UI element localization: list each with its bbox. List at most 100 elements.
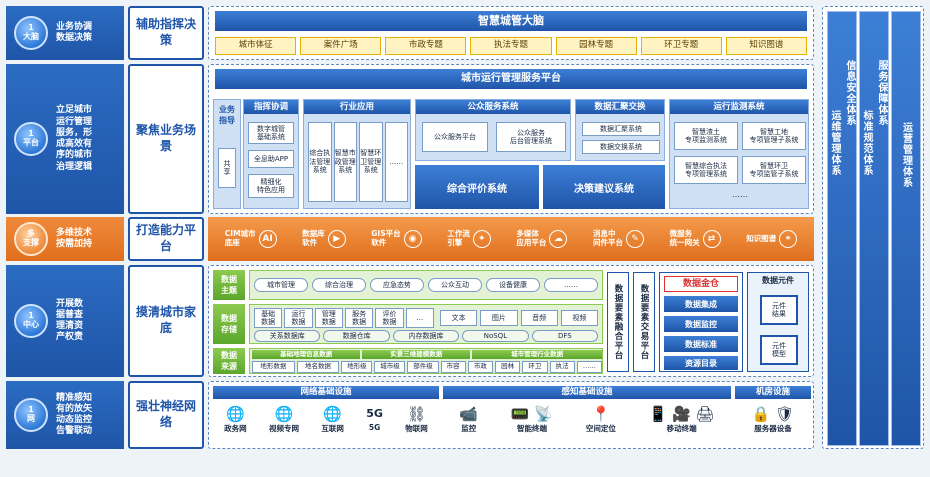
- industry-panel: 行业应用 综合执 法管理 系统 智慧市 政管理 系统 智慧环 卫管理 系统 ……: [303, 99, 411, 209]
- source-item: 市政: [467, 361, 494, 373]
- storage-item: 服务 数据: [344, 308, 374, 328]
- public-panel: 公众服务系统 公众服务平台 公众服务 后台管理系统: [415, 99, 571, 161]
- command-item: 数字城管 基础系统: [248, 122, 294, 144]
- layer-brain-desc: 业务协调 数据决策: [56, 21, 93, 43]
- storage-item: …: [405, 308, 434, 328]
- layer-network-desc: 精准感知 有的放矢 动态监控 告警联动: [56, 392, 93, 437]
- layer-center-desc: 开展数 据普查 理清资 产权责: [56, 298, 84, 343]
- right-column-top: 服务保障体系: [876, 60, 887, 126]
- data-source-area: 基础地理信息数据 实景三维建模数据 城市管理行业数据 地形数据 地名数据 地形级…: [249, 348, 603, 374]
- source-item: 地形数据: [252, 361, 295, 373]
- source-item: 市容: [440, 361, 466, 373]
- data-gold-panel: 数据金仓 数据集成 数据监控 数据标准 资源目录: [659, 272, 743, 372]
- right-column-bottom: 运维管理体系: [829, 110, 840, 176]
- data-center-section: 数据 主题 数据 存储 数据 来源 城市管理 综合治理 应急态势 公众互动 设备…: [208, 265, 814, 377]
- brain-tag: 园林专题: [555, 37, 637, 55]
- pin-icon: 📍: [591, 405, 611, 423]
- layer-platform-label: 聚焦业务场景: [128, 64, 204, 214]
- data-gold-item: 资源目录: [664, 356, 738, 370]
- right-column-top: 信息安全体系: [844, 60, 855, 126]
- component-item: 元件 结果: [760, 295, 798, 325]
- exchange-panel: 数据汇聚交换 数据汇聚系统 数据交换系统: [575, 99, 665, 161]
- capability-label: CIM城市 底座: [224, 229, 256, 247]
- edit-icon: ✎: [625, 230, 644, 248]
- capability-label: 多媒体 应用平台: [516, 229, 547, 247]
- network-item: ⛓物联网: [405, 405, 428, 433]
- data-subject: 城市管理: [254, 278, 308, 292]
- industry-item: 智慧环 卫管理 系统: [359, 122, 383, 202]
- capability-item: 微服务 统一网关⇄: [670, 229, 721, 248]
- layer-support-badge: 多支撑: [14, 222, 48, 256]
- exchange-title: 数据汇聚交换: [576, 100, 664, 114]
- data-subject: 综合治理: [312, 278, 366, 292]
- capability-item: 消息中 间件平台✎: [593, 229, 644, 248]
- decision-system: 决策建议系统: [543, 165, 665, 209]
- network-item: 🌐政务网: [224, 405, 247, 433]
- network-item: 🔒 🛡服务器设备: [751, 405, 795, 433]
- network-group: 感知基础设施 📹监控 📟 📡智能终端 📍空间定位 📱 🎥 🖨移动终端: [443, 386, 731, 446]
- exchange-item: 数据汇聚系统: [582, 122, 660, 136]
- data-subject: 应急态势: [370, 278, 424, 292]
- network-group-title: 感知基础设施: [443, 386, 731, 399]
- right-column-bottom: 标准规范体系: [861, 110, 872, 176]
- layer-support-label: 打造能力平台: [128, 217, 204, 261]
- right-column-top: 运营管理体系: [900, 122, 912, 188]
- phone-icon: 📱 🎥 🖨: [648, 405, 715, 423]
- industry-item: ……: [384, 122, 408, 202]
- layer-network-label: 强壮神经网络: [128, 381, 204, 449]
- storage-item: 管理 数据: [314, 308, 343, 328]
- ai-icon: AI: [258, 230, 277, 248]
- server-icon: 🔒 🛡: [751, 405, 795, 423]
- source-group: 城市管理行业数据: [472, 350, 602, 359]
- 5g-icon: 5G: [366, 407, 383, 420]
- db-item: 数据仓库: [323, 330, 390, 342]
- platform-title: 城市运行管理服务平台: [215, 69, 807, 89]
- db-item: DFS: [531, 330, 599, 342]
- source-item: 地形级: [341, 361, 373, 373]
- platform-section: 城市运行管理服务平台 业务 指导 共 享 指挥协调 数字城管 基础系统 全息助A…: [208, 64, 814, 214]
- share-box: 共 享: [218, 148, 236, 188]
- capability-label: 数据库 软件: [302, 229, 325, 247]
- monitor-title: 运行监测系统: [670, 100, 808, 114]
- db-item: NoSQL: [462, 330, 529, 342]
- industry-title: 行业应用: [304, 100, 410, 114]
- data-subjects-row: 城市管理 综合治理 应急态势 公众互动 设备健康 ……: [249, 270, 603, 300]
- storage-item: 基础 数据: [254, 308, 283, 328]
- right-column: 运营管理体系: [891, 11, 921, 446]
- business-guide-panel: 业务 指导 共 享: [213, 99, 241, 209]
- db-item: 内存数据库: [392, 330, 460, 342]
- right-systems: 信息安全体系 运维管理体系 服务保障体系 标准规范体系 运营管理体系: [822, 6, 924, 449]
- public-title: 公众服务系统: [416, 100, 570, 114]
- network-item: 🌐互联网: [321, 405, 344, 433]
- source-item: 执法: [549, 361, 575, 373]
- data-gold-title: 数据金仓: [664, 276, 738, 292]
- capability-label: 知识图谱: [746, 233, 777, 243]
- brain-title: 智慧城管大脑: [215, 11, 807, 31]
- capability-label: 工作流 引擎: [447, 229, 470, 247]
- right-column: 信息安全体系 运维管理体系: [827, 11, 857, 446]
- data-subject: 公众互动: [428, 278, 482, 292]
- data-component-panel: 数据元件 元件 结果 元件 模型: [747, 272, 809, 372]
- data-source-label: 数据 来源: [213, 348, 245, 374]
- brain-tag: 环卫专题: [640, 37, 722, 55]
- network-item: 📱 🎥 🖨移动终端: [648, 405, 715, 433]
- layer-support-desc: 多维技术 按需加持: [56, 227, 93, 249]
- globe-icon: 🌐: [274, 405, 294, 423]
- fusion-platform: 数据要素融合平台: [607, 272, 629, 372]
- data-gold-item: 数据标准: [664, 336, 738, 352]
- source-item: 环卫: [522, 361, 548, 373]
- terminal-icon: 📟 📡: [510, 405, 554, 423]
- db-item: 关系数据库: [254, 330, 321, 342]
- camera-icon: 📹: [459, 405, 479, 423]
- network-group-title: 网络基础设施: [213, 386, 439, 399]
- monitor-more: ……: [732, 190, 748, 199]
- storage-item: 运行 数据: [284, 308, 313, 328]
- data-component-title: 数据元件: [762, 276, 794, 285]
